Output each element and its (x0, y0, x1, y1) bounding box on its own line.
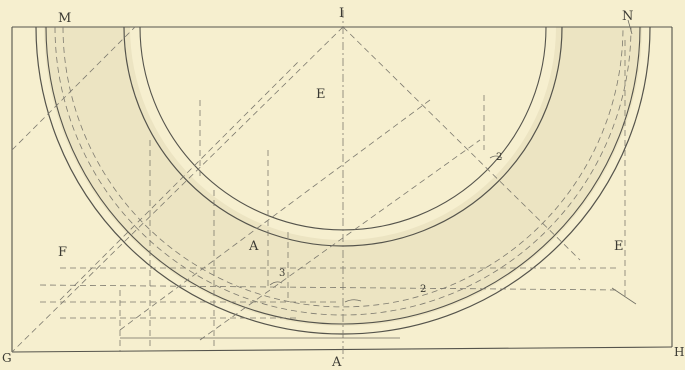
label-H: H (674, 345, 684, 359)
right-tick (611, 287, 637, 305)
mark-3: 3 (279, 268, 285, 279)
outer-ring-dashed-2 (62, 26, 624, 308)
mark-arc-bottom (344, 299, 362, 303)
n-tick (627, 19, 633, 35)
mark-arc-3 (269, 281, 283, 286)
mark-arc-right (489, 155, 503, 159)
label-M: M (58, 11, 71, 26)
diag-mid-1 (59, 59, 301, 301)
diag-top-right (342, 26, 581, 261)
label-F: F (58, 245, 67, 260)
label-A-bottom: A (331, 355, 342, 370)
frame-bottom (11, 346, 673, 353)
label-G: G (2, 351, 12, 365)
mark-2-bottom: 2 (420, 284, 426, 295)
diag-left-upper (11, 26, 136, 151)
diag-mid-2 (119, 99, 431, 331)
mark-2-right: 2 (496, 152, 502, 163)
label-E-top: E (316, 87, 326, 102)
label-I: I (339, 6, 344, 21)
label-E-right: E (614, 239, 624, 254)
label-N: N (622, 9, 633, 24)
diag-mid-3 (199, 139, 481, 341)
outer-ring-2 (45, 26, 641, 325)
diag-top-left (11, 26, 344, 353)
arch-shading (44, 27, 642, 326)
label-A-mid: A (248, 239, 259, 254)
hline-2 (39, 284, 621, 291)
